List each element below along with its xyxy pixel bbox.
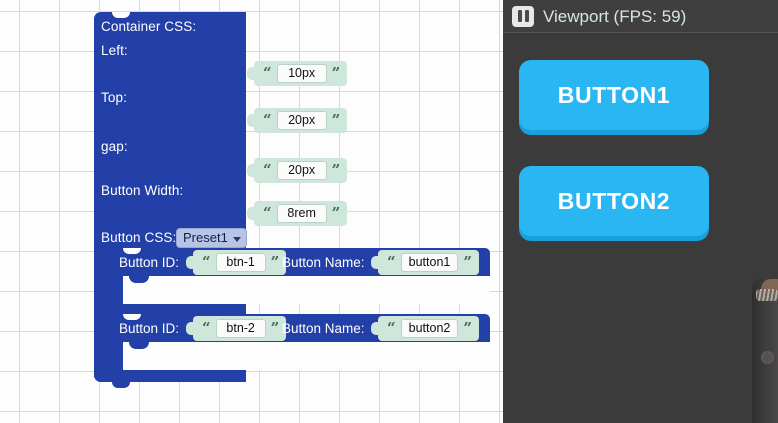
value-block-button-id-2[interactable]: “ btn-2 ” <box>186 316 287 341</box>
row-bar-left <box>94 58 246 84</box>
button-definition-block-1[interactable]: Button ID: “ btn-1 ” Button Name: “ butt… <box>105 248 490 315</box>
row-bar-gap <box>94 155 246 181</box>
viewport-panel: Viewport (FPS: 59) BUTTON1 BUTTON2 <box>503 0 778 423</box>
block-plug-icon <box>247 67 257 80</box>
button-definition-block-2[interactable]: Button ID: “ btn-2 ” Button Name: “ butt… <box>105 314 490 381</box>
label-button-name-2: Button Name: <box>282 321 365 336</box>
value-input-left[interactable]: 10px <box>276 64 327 83</box>
cblock-inner-notch <box>129 276 149 283</box>
label-button-id-2: Button ID: <box>119 321 180 336</box>
field-label-gap: gap: <box>101 139 128 154</box>
button-css-preset-value: Preset1 <box>183 230 228 245</box>
value-block-top[interactable]: “ 20px ” <box>247 108 348 133</box>
cblock-left-spine <box>105 276 123 307</box>
edge-object-dot <box>761 351 774 364</box>
container-block-title: Container CSS: <box>101 19 197 34</box>
container-block-foot-bump <box>112 382 130 388</box>
field-label-top: Top: <box>101 90 127 105</box>
close-quote-icon: ” <box>270 319 280 337</box>
block-plug-icon <box>247 164 257 177</box>
field-label-button-width: Button Width: <box>101 183 184 198</box>
cblock-left-spine <box>105 342 123 373</box>
cblock-top-notch <box>123 314 141 320</box>
value-block-button-name-1[interactable]: “ button1 ” <box>371 250 479 275</box>
blocks-workspace-canvas[interactable]: Container CSS: Left: Top: gap: Button Wi… <box>0 0 503 423</box>
cblock-inner-notch <box>129 342 149 349</box>
block-plug-icon <box>186 322 196 335</box>
cblock-top-notch <box>123 248 141 254</box>
preview-button-2[interactable]: BUTTON2 <box>519 166 709 236</box>
value-input-gap[interactable]: 20px <box>276 161 327 180</box>
field-label-button-css: Button CSS: <box>101 230 177 245</box>
viewport-header: Viewport (FPS: 59) <box>503 0 778 33</box>
value-input-button-name-1[interactable]: button1 <box>400 253 459 272</box>
viewport-stage: BUTTON1 BUTTON2 <box>503 34 778 423</box>
preview-button-1[interactable]: BUTTON1 <box>519 60 709 130</box>
open-quote-icon: “ <box>202 319 211 337</box>
label-button-id-1: Button ID: <box>119 255 180 270</box>
block-plug-icon <box>371 256 381 269</box>
row-bar-width <box>94 198 246 224</box>
button-css-preset-dropdown[interactable]: Preset1 <box>176 228 247 248</box>
edge-device-object <box>752 279 778 423</box>
close-quote-icon: ” <box>270 253 280 271</box>
open-quote-icon: “ <box>263 204 272 222</box>
value-input-top[interactable]: 20px <box>276 111 327 130</box>
value-input-button-width[interactable]: 8rem <box>276 204 327 223</box>
value-block-button-name-2[interactable]: “ button2 ” <box>371 316 479 341</box>
edge-object-glint <box>756 289 778 301</box>
container-block-foot <box>94 370 246 382</box>
value-block-gap[interactable]: “ 20px ” <box>247 158 348 183</box>
value-block-button-id-1[interactable]: “ btn-1 ” <box>186 250 287 275</box>
open-quote-icon: “ <box>387 319 396 337</box>
container-block-top-notch <box>112 12 130 18</box>
block-plug-icon <box>247 114 257 127</box>
value-block-left[interactable]: “ 10px ” <box>247 61 348 86</box>
label-button-name-1: Button Name: <box>282 255 365 270</box>
close-quote-icon: ” <box>463 253 472 271</box>
cblock-inner-slot[interactable] <box>123 342 490 370</box>
value-input-button-id-2[interactable]: btn-2 <box>215 319 266 338</box>
open-quote-icon: “ <box>263 161 272 179</box>
block-plug-icon <box>247 207 257 220</box>
chevron-down-icon <box>232 236 241 242</box>
pause-icon[interactable] <box>512 5 534 27</box>
block-plug-icon <box>371 322 381 335</box>
open-quote-icon: “ <box>263 111 272 129</box>
value-input-button-id-1[interactable]: btn-1 <box>215 253 266 272</box>
open-quote-icon: “ <box>387 253 396 271</box>
open-quote-icon: “ <box>263 64 272 82</box>
open-quote-icon: “ <box>202 253 211 271</box>
viewport-title: Viewport (FPS: 59) <box>543 6 687 26</box>
close-quote-icon: ” <box>331 111 341 129</box>
field-label-left: Left: <box>101 43 128 58</box>
value-block-button-width[interactable]: “ 8rem ” <box>247 201 348 226</box>
close-quote-icon: ” <box>463 319 472 337</box>
close-quote-icon: ” <box>331 161 341 179</box>
value-input-button-name-2[interactable]: button2 <box>400 319 459 338</box>
close-quote-icon: ” <box>331 64 341 82</box>
cblock-inner-slot[interactable] <box>123 276 490 304</box>
block-plug-icon <box>186 256 196 269</box>
close-quote-icon: ” <box>331 204 341 222</box>
edge-object-cap <box>761 279 778 291</box>
row-bar-top <box>94 105 246 131</box>
cblock-bottom-bar <box>105 304 165 314</box>
